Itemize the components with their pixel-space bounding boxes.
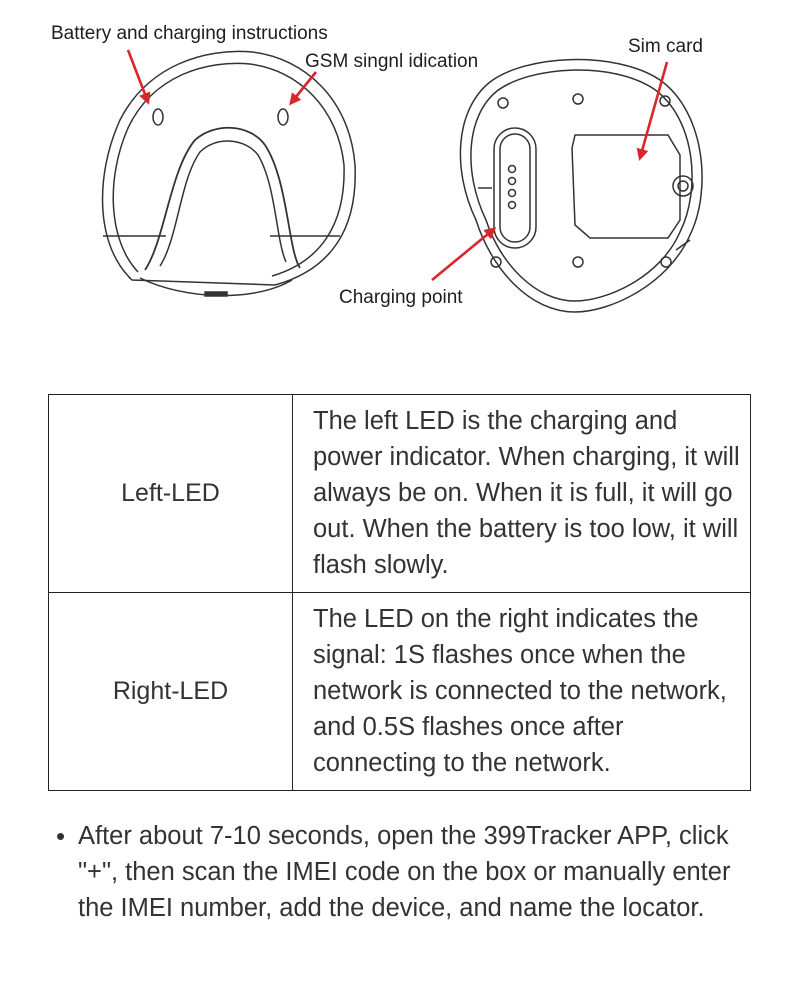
led-table: Left-LED The left LED is the charging an… <box>48 394 751 791</box>
charging-point-label: Charging point <box>339 287 463 308</box>
note-text: After about 7-10 seconds, open the 399Tr… <box>78 822 731 922</box>
callout-arrows <box>126 49 669 282</box>
battery-instructions-label: Battery and charging instructions <box>51 23 328 44</box>
sim-card-label: Sim card <box>628 36 703 57</box>
led-description-cell: The left LED is the charging and power i… <box>292 394 751 593</box>
led-description-cell: The LED on the right indicates the signa… <box>292 592 751 791</box>
led-name-cell: Left-LED <box>48 394 293 593</box>
bullet-icon: • <box>56 821 66 851</box>
device-back-view <box>459 58 703 313</box>
setup-note: • After about 7-10 seconds, open the 399… <box>56 818 746 926</box>
gsm-signal-label: GSM singnl idication <box>305 51 479 72</box>
device-front-view <box>101 50 356 297</box>
led-name-cell: Right-LED <box>48 592 293 791</box>
table-row: Right-LED The LED on the right indicates… <box>48 592 751 791</box>
table-row: Left-LED The left LED is the charging an… <box>48 394 751 593</box>
device-diagram <box>101 49 703 313</box>
